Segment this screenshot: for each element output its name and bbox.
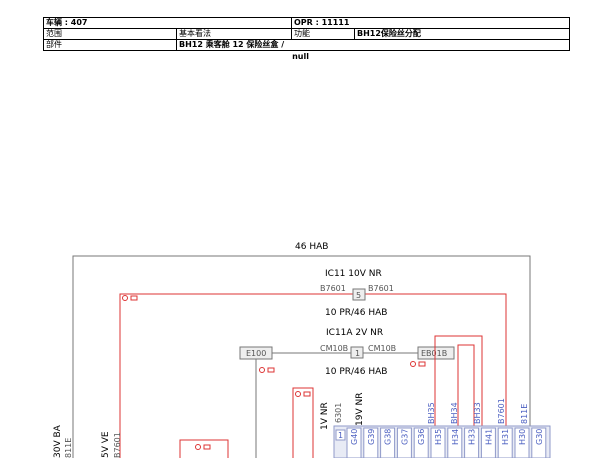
vlabel-811e-left: 811E [64,438,73,458]
fuse-pin-label: H41 [484,429,493,445]
status-text: null [292,52,309,61]
connector-e100-label: E100 [246,349,266,358]
vlabel-30v: 30V BA [53,424,63,458]
wire-left-box [292,387,314,458]
ground-symbol-icon [295,391,311,397]
header-row-part: 部件 BH12 乘客舱 12 保险丝盒 / [43,39,570,51]
fuse-pin-g37[interactable] [396,427,412,458]
fuse-pin-g30[interactable] [531,427,547,458]
connector-eb01b-label: EB01B [421,349,447,358]
block1-splice [352,288,366,301]
vlabel-6301: 6301 [334,403,343,423]
block2-splice [350,346,364,359]
fuse-pin-label: H34 [451,429,460,445]
fuse-pin-h41[interactable] [480,427,496,458]
fuse-pin-g36[interactable] [413,427,429,458]
fuse-pin-label: G37 [400,429,409,445]
block2-title: IC11A 2V NR [326,328,383,338]
pin-label-811e: 811E [520,404,529,424]
block1-wire-left: B7601 [320,284,346,293]
fuse-pin-h31[interactable] [497,427,513,458]
fuse-pin-label: H35 [434,429,443,445]
block2-wire-right: CM10B [368,344,396,353]
vlabel-19v: 19V NR [355,393,365,426]
block2-bottom: 10 PR/46 HAB [325,367,387,377]
pin-label-bh33: BH33 [473,402,482,424]
ground-symbol-icon [195,444,211,450]
connector-eb01b[interactable] [417,346,455,360]
fuse-pin-g39[interactable] [363,427,379,458]
wire-bh-inner [457,344,475,458]
pin-label-bh35: BH35 [427,402,436,424]
pin-label-b7601: B7601 [497,398,506,424]
fuse-pin-label: G39 [367,429,376,445]
fuse-pin-h30[interactable] [514,427,530,458]
fuse-pin-label: H30 [518,429,527,445]
vlabel-5v: 5V VE [101,431,111,458]
fuse-pin-label: H33 [468,429,477,445]
block1-num: 5 [356,291,361,300]
fuse-pin-label: G38 [384,429,393,445]
wire-b7601-red [119,293,507,458]
fuse-pin-label: G40 [350,429,359,445]
header-row-vehicle: 车辆 : 407 OPR : 11111 [43,17,570,29]
fuse-pin-g38[interactable] [380,427,396,458]
block1-title: IC11 10V NR [325,269,382,279]
block1-wire-right: B7601 [368,284,394,293]
ground-symbol-icon [122,295,138,301]
vlabel-1v: 1V NR [320,402,330,430]
vlabel-b7601-left: B7601 [113,432,122,458]
diagram-frame [72,255,531,458]
wire-bottom-box [179,439,229,458]
diagram-top-label: 46 HAB [295,242,328,252]
block2-num: 1 [355,349,360,358]
block2-wire-left: CM10B [320,344,348,353]
info-header-table: 车辆 : 407 OPR : 11111 范围 基本看法 功能 BH12保险丝分… [43,17,570,51]
part-label: 部件 [43,39,177,51]
fuse-pin-label: G30 [535,429,544,445]
fuse-pin-h35[interactable] [430,427,446,458]
fuse-pin-h34[interactable] [447,427,463,458]
part-value: BH12 乘客舱 12 保险丝盒 / [176,39,570,51]
pin-label-bh34: BH34 [450,402,459,424]
fuse-pin-labels: G40 G39 G38 G37 G36 H35 H34 H33 H41 H31 H30 G30 [346,427,547,458]
fuse-pin-label: H31 [501,429,510,445]
fuse-pin-label: G36 [417,429,426,445]
ground-symbol-icon [410,361,426,367]
ground-symbol-icon [259,367,275,373]
block1-bottom: 10 PR/46 HAB [325,308,387,318]
fuse-pin-g40[interactable] [346,427,362,458]
wire-bh-loop [434,335,483,458]
fuse-slot-1-label: 1 [338,431,343,440]
fuse-slot-1 [335,429,346,441]
fuse-pin-h33[interactable] [464,427,480,458]
